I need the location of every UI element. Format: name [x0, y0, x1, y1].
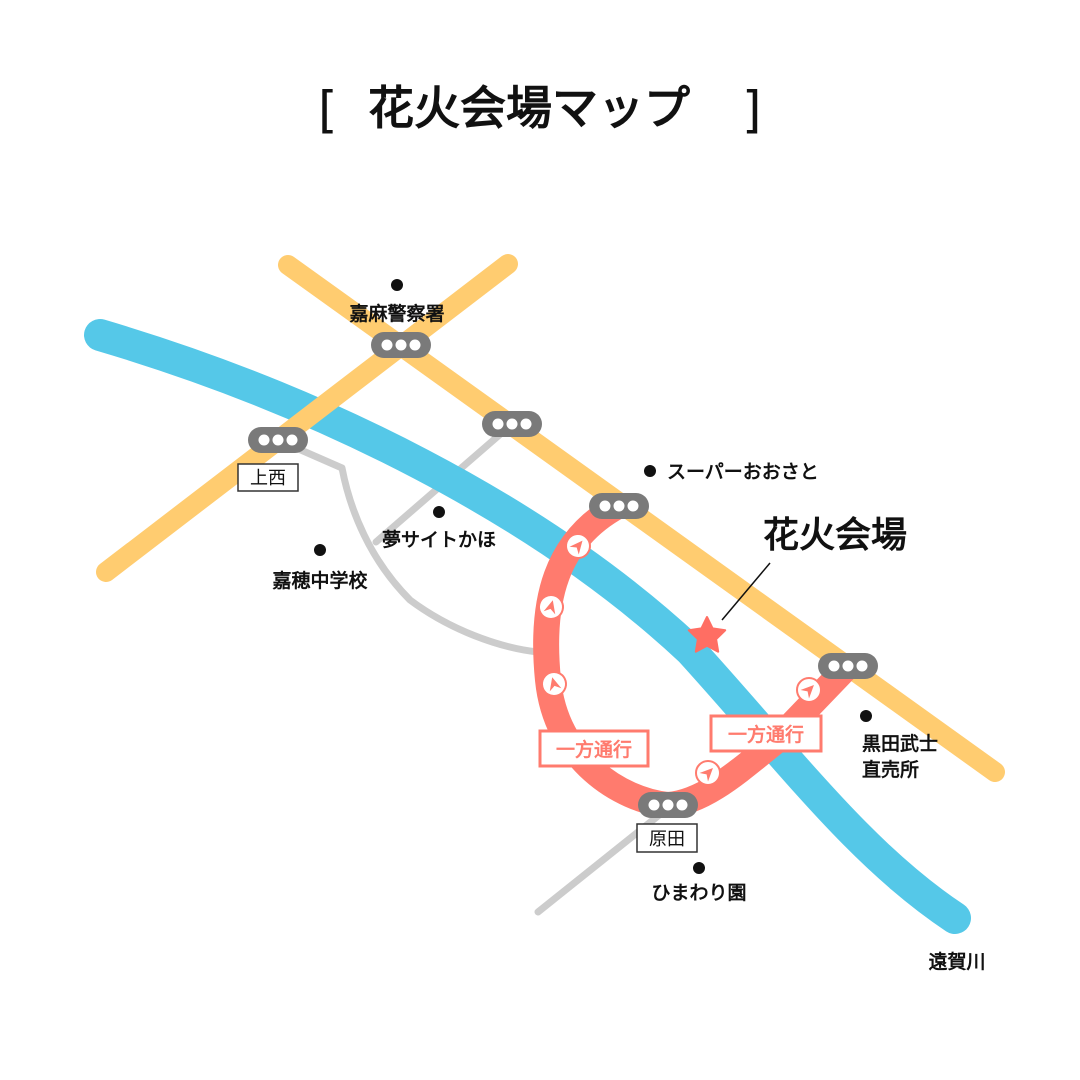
- venue-marker: 花火会場: [687, 515, 907, 653]
- poi-bushi-shop: 黒田武士 直売所: [860, 710, 938, 781]
- traffic-signal-icon: [248, 427, 308, 453]
- intersection-label: 上西: [250, 468, 286, 489]
- direction-arrow-icon: [541, 671, 567, 697]
- venue-callout-line: [721, 562, 771, 621]
- direction-arrow-icon: [565, 533, 591, 559]
- poi-yume-site: 夢サイトかほ: [382, 506, 496, 551]
- location-dot-icon: [860, 710, 872, 722]
- title-bracket-right: ]: [742, 81, 762, 139]
- map-title: [ 花火会場マップ ]: [318, 81, 762, 139]
- yellow-road-diagonal-cross: [96, 254, 518, 582]
- place-label: ひまわり園: [651, 882, 746, 904]
- poi-himawari: ひまわり園: [651, 862, 747, 904]
- place-label: 嘉穂中学校: [271, 569, 368, 592]
- place-label-line2: 直売所: [862, 758, 919, 781]
- poi-police: 嘉麻警察署: [348, 279, 445, 325]
- location-dot-icon: [693, 862, 705, 874]
- one-way-sign-right: 一方通行: [709, 714, 823, 753]
- traffic-signal-icon: [482, 411, 542, 437]
- one-way-label-left: 一方通行: [556, 738, 632, 761]
- intersection-label: 原田: [649, 829, 685, 850]
- location-dot-icon: [314, 544, 326, 556]
- direction-arrows: [538, 533, 822, 786]
- direction-arrow-icon: [538, 594, 564, 620]
- poi-school: 嘉穂中学校: [271, 544, 368, 592]
- one-way-label-right: 一方通行: [728, 723, 804, 746]
- traffic-signal-icon: [589, 493, 649, 519]
- intersection-kamisai: 上西: [237, 463, 299, 492]
- direction-arrow-icon: [796, 677, 822, 703]
- poi-supermarket: スーパーおおさと: [644, 461, 819, 483]
- one-way-sign-left: 一方通行: [538, 729, 650, 768]
- place-label: 嘉麻警察署: [348, 302, 444, 325]
- river-label: 遠賀川: [928, 951, 985, 973]
- place-label: スーパーおおさと: [667, 461, 819, 483]
- traffic-signals: [248, 332, 878, 818]
- intersection-harada: 原田: [636, 823, 698, 853]
- direction-arrow-icon: [695, 760, 721, 786]
- place-label: 夢サイトかほ: [382, 529, 496, 551]
- location-dot-icon: [391, 279, 403, 291]
- traffic-signal-icon: [818, 653, 878, 679]
- venue-label: 花火会場: [763, 515, 907, 556]
- location-dot-icon: [433, 506, 445, 518]
- star-icon: [687, 616, 727, 653]
- river: [84, 319, 971, 934]
- page-title: 花火会場マップ: [368, 81, 690, 135]
- traffic-signal-icon: [638, 792, 698, 818]
- location-dot-icon: [644, 465, 656, 477]
- title-bracket-left: [: [318, 81, 338, 139]
- traffic-signal-icon: [371, 332, 431, 358]
- place-label-line1: 黒田武士: [862, 733, 938, 755]
- gray-road-kamisai: [274, 436, 542, 656]
